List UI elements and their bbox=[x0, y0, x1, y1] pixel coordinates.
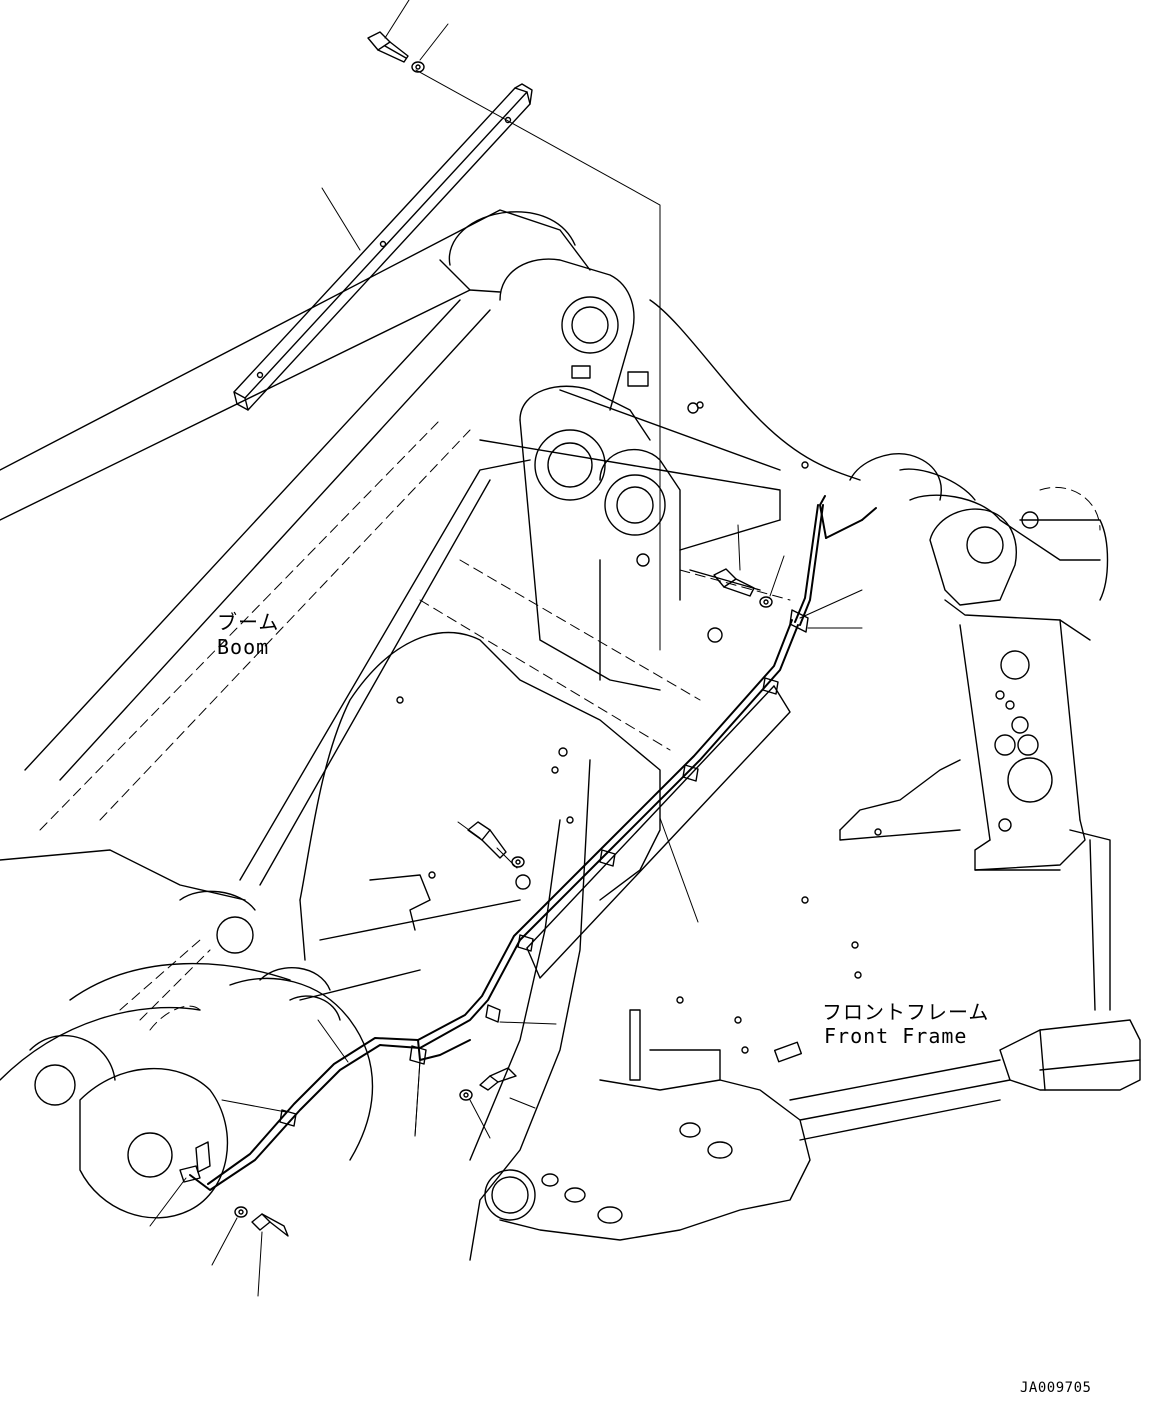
upper-harness-bolt[interactable] bbox=[713, 568, 773, 608]
boom-label-en: Boom bbox=[217, 635, 270, 659]
lower-bolt[interactable] bbox=[459, 1067, 517, 1101]
top-bolt-assembly[interactable] bbox=[367, 31, 425, 73]
center-bolt[interactable] bbox=[467, 821, 525, 868]
boom-pivot-bracket bbox=[479, 258, 781, 691]
wiring-harness[interactable] bbox=[189, 495, 877, 1191]
boom-outline bbox=[0, 209, 661, 1219]
drawing-id: JA009705 bbox=[1020, 1380, 1092, 1396]
bottom-bolt[interactable] bbox=[234, 1206, 289, 1237]
boom-label-jp: ブーム bbox=[217, 610, 280, 634]
front-frame-label-jp: フロントフレーム bbox=[822, 1000, 990, 1024]
front-frame-label-en: Front Frame bbox=[824, 1024, 968, 1048]
front-frame-outline bbox=[369, 299, 1141, 1261]
harness-clips[interactable] bbox=[179, 609, 809, 1183]
frame-hidden-lines bbox=[639, 486, 1101, 1061]
boom-hidden-lines bbox=[39, 419, 701, 1031]
harness-cover[interactable] bbox=[526, 685, 791, 979]
cover-strip[interactable] bbox=[233, 83, 533, 411]
leader-lines bbox=[149, 0, 863, 1297]
